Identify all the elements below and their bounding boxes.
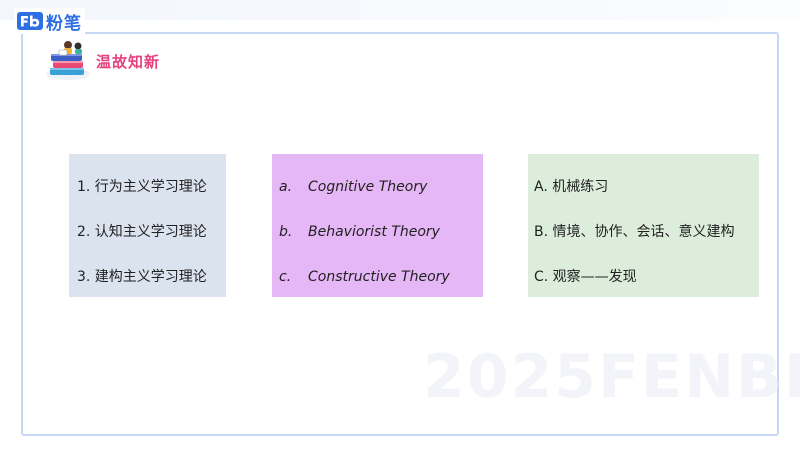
english-name-label: Behaviorist Theory (308, 224, 440, 240)
item-marker: a. (279, 179, 293, 195)
theory-item: 1. 行为主义学习理论 (77, 179, 207, 195)
brand-header: 粉笔 (14, 8, 85, 34)
books-reading-icon (46, 41, 90, 80)
english-name-item: c. Constructive Theory (272, 266, 483, 311)
keyword-item: B. 情境、协作、会话、意义建构 (534, 224, 735, 240)
top-band (0, 0, 800, 20)
theory-item: 2. 认知主义学习理论 (77, 224, 207, 240)
theories-card: 1. 行为主义学习理论 2. 认知主义学习理论 3. 建构主义学习理论 (69, 154, 226, 297)
english-name-label: Constructive Theory (308, 269, 450, 285)
watermark: 2025FENBI (423, 342, 800, 412)
english-name-label: Cognitive Theory (308, 179, 428, 195)
section-title: 温故知新 (96, 53, 161, 71)
english-names-card: a.Cognitive Theory b.Behaviorist Theory … (272, 154, 483, 297)
section-header: 温故知新 (44, 38, 159, 82)
keyword-item: C. 观察——发现 (534, 269, 637, 285)
item-marker: b. (279, 224, 293, 240)
english-name-item: b. Behaviorist Theory (272, 221, 483, 266)
fenbi-logo-icon (17, 12, 43, 30)
keyword-item: A. 机械练习 (534, 179, 609, 195)
brand-name: 粉笔 (46, 13, 82, 34)
keywords-card: A. 机械练习 B. 情境、协作、会话、意义建构 C. 观察——发现 (528, 154, 759, 297)
english-name-item: a. Cognitive Theory (272, 176, 483, 221)
theory-item: 3. 建构主义学习理论 (77, 269, 207, 285)
item-marker: c. (279, 269, 292, 285)
